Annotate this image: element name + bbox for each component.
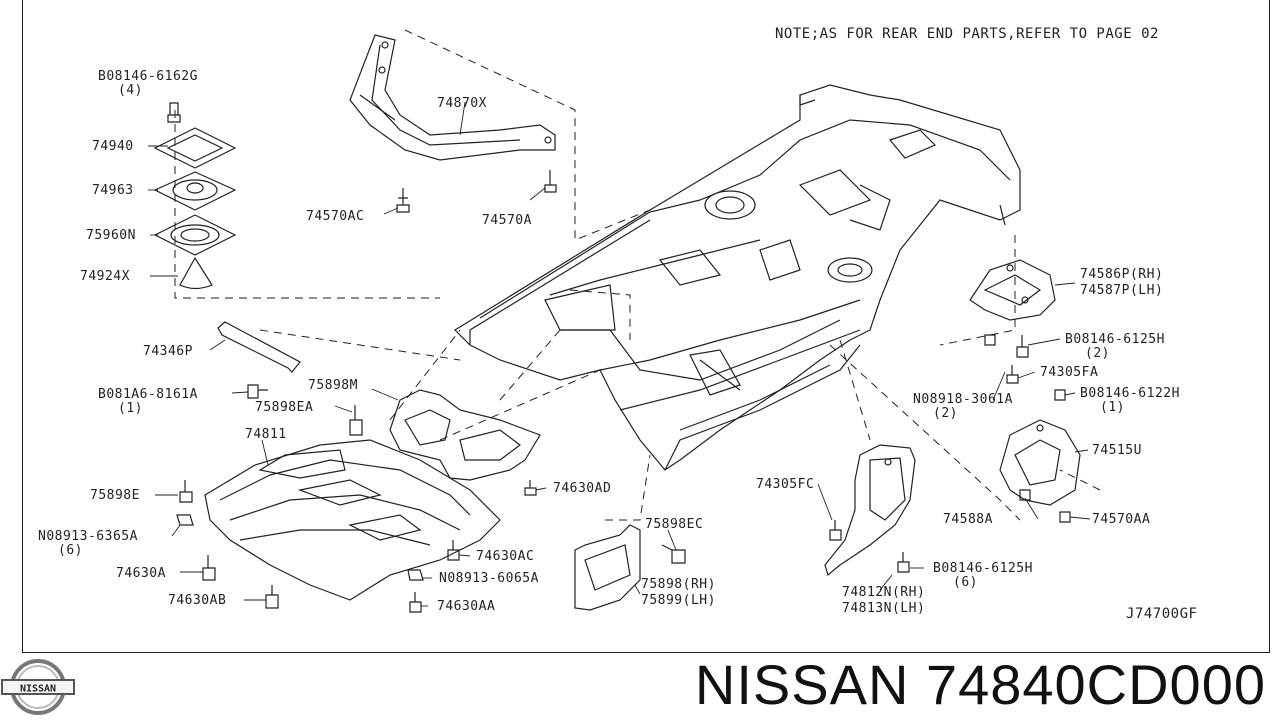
part-qty: (1) — [1100, 400, 1125, 415]
brand-name: NISSAN — [694, 653, 910, 716]
part-qty: (6) — [953, 575, 978, 590]
part-label: 74586P(RH) — [1080, 267, 1163, 282]
part-label: 75899(LH) — [641, 593, 716, 608]
side-bracket-75898-drawing — [574, 524, 641, 611]
part-title: NISSAN 74840CD000 — [695, 650, 1266, 720]
part-label: B08146-6162G — [98, 69, 198, 84]
part-label: 74813N(LH) — [842, 601, 925, 616]
part-label: 75898E — [90, 488, 140, 503]
part-label: 74811 — [245, 427, 287, 442]
part-label: 74924X — [80, 269, 130, 284]
part-qty: (2) — [1085, 346, 1110, 361]
part-label: B08146-6125H — [933, 561, 1033, 576]
part-label: 74630AB — [168, 593, 226, 608]
part-label: 74515U — [1092, 443, 1142, 458]
part-label: 74587P(LH) — [1080, 283, 1163, 298]
side-member-74812n-drawing — [824, 444, 916, 577]
part-labels: B08146-6162G (4) 74940 74963 75960N 7492… — [38, 69, 1180, 616]
part-label: B08146-6122H — [1080, 386, 1180, 401]
left-stack-drawing — [153, 102, 237, 290]
part-label: 74588A — [943, 512, 993, 527]
tunnel-brace-drawing — [349, 34, 556, 161]
part-label: 74570A — [482, 213, 532, 228]
part-label: 75898M — [308, 378, 358, 393]
part-label: 74630AC — [476, 549, 534, 564]
part-label: 74630AA — [437, 599, 495, 614]
part-number: 74840CD000 — [925, 653, 1266, 716]
bracket-74515u-drawing — [999, 419, 1081, 506]
part-qty: (4) — [118, 83, 143, 98]
part-label: 74570AA — [1092, 512, 1150, 527]
part-label: B081A6-8161A — [98, 387, 198, 402]
part-label: 74305FA — [1040, 365, 1098, 380]
diagram-drawing: NOTE;AS FOR REAR END PARTS,REFER TO PAGE… — [38, 26, 1197, 622]
part-label: 74570AC — [306, 209, 364, 224]
part-label: N08913-6365A — [38, 529, 138, 544]
part-label: 75898(RH) — [641, 577, 716, 592]
part-qty: (6) — [58, 543, 83, 558]
undercover-74811-drawing — [204, 439, 501, 601]
part-label: B08146-6125H — [1065, 332, 1165, 347]
bracket-75898m-drawing — [389, 389, 541, 481]
part-label: 74305FC — [756, 477, 814, 492]
part-label: 75898EA — [255, 400, 313, 415]
part-label: N08913-6065A — [439, 571, 539, 586]
diagram-frame — [22, 0, 1270, 653]
part-label: 74940 — [92, 139, 134, 154]
nissan-logo: NISSAN — [1, 659, 75, 715]
part-label: 75960N — [86, 228, 136, 243]
part-qty: (1) — [118, 401, 143, 416]
diagram-code: J74700GF — [1126, 606, 1197, 622]
note-text: NOTE;AS FOR REAR END PARTS,REFER TO PAGE… — [775, 26, 1159, 42]
part-label: 74963 — [92, 183, 134, 198]
part-label: 74630A — [116, 566, 166, 581]
bracket-74586p-drawing — [969, 259, 1056, 321]
part-label: 74870X — [437, 96, 487, 111]
part-label: 74630AD — [553, 481, 611, 496]
logo-text: NISSAN — [20, 684, 56, 695]
part-label: 74812N(RH) — [842, 585, 925, 600]
part-label: 75898EC — [645, 517, 703, 532]
part-qty: (2) — [933, 406, 958, 421]
floor-panel-drawing — [454, 84, 1021, 471]
part-label: 74346P — [143, 344, 193, 359]
part-label: N08918-3061A — [913, 392, 1013, 407]
